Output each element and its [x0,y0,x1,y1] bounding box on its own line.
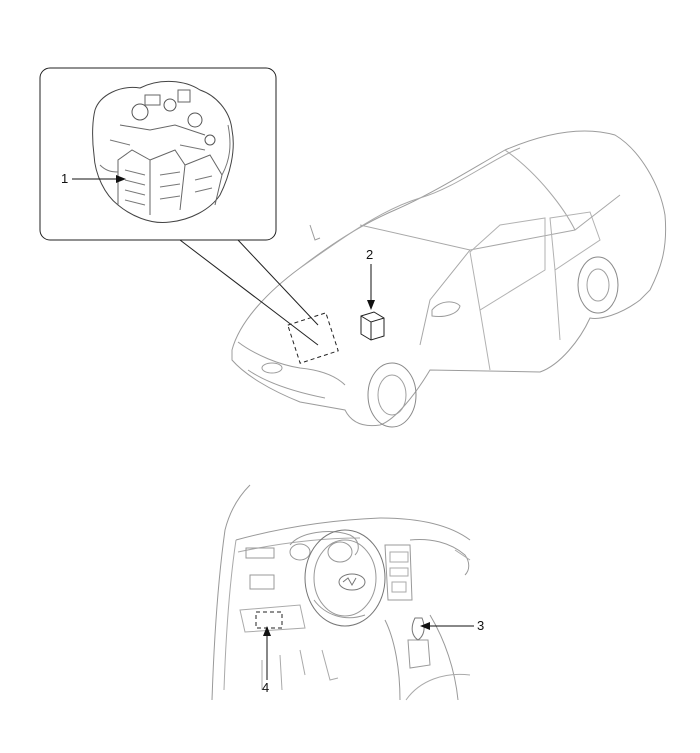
callout-1: 1 [61,171,126,186]
transaxle-illustration [92,80,234,224]
callout-4-label: 4 [262,680,269,695]
dashboard-interior-illustration [211,484,471,701]
tcm-module-shape [360,311,385,341]
transaxle-inset-frame [39,67,277,241]
callout-3: 3 [420,618,484,633]
transaxle-location-marker [287,312,339,364]
callout-1-label: 1 [61,171,68,186]
callout-2: 2 [366,247,375,310]
inset-leader-right [237,239,319,326]
item4-location-marker [255,611,283,629]
inset-leader-left [179,239,319,346]
callout-4: 4 [262,626,271,695]
callout-3-label: 3 [477,618,484,633]
callout-2-label: 2 [366,247,373,262]
vehicle-exterior-illustration [231,130,667,428]
